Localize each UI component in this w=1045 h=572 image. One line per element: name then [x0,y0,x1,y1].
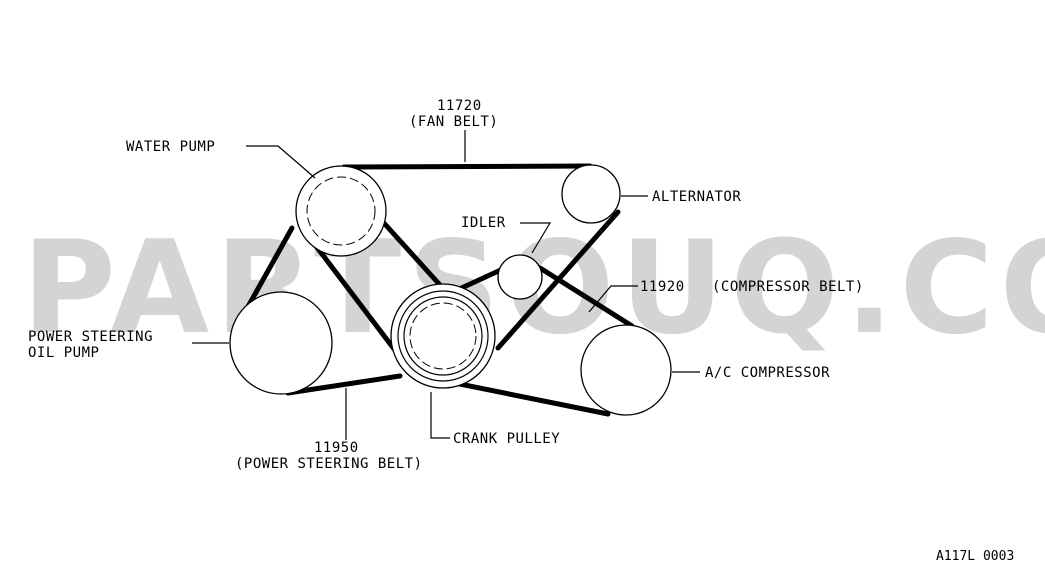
power-steering-pump-label-line2: OIL PUMP [28,345,99,361]
power-steering-belt-number: 11950 [314,440,359,456]
power-steering-belt [242,225,403,396]
alternator-label: ALTERNATOR [652,189,741,205]
compressor-belt-number: 11920 [640,279,685,295]
crank-pulley [390,283,496,389]
compressor-belt-label: (COMPRESSOR BELT) [712,279,864,295]
idler-label: IDLER [461,215,506,231]
power-steering-belt-label: (POWER STEERING BELT) [235,456,423,472]
power-steering-pump-pulley [229,291,333,395]
idler-pulley [497,254,543,300]
ac-compressor-label: A/C COMPRESSOR [705,365,830,381]
crank-pulley-label: CRANK PULLEY [453,431,560,447]
water-pump-pulley [295,165,387,257]
diagram-code: A117L 0003 [936,549,1014,564]
water-pump-label: WATER PUMP [126,139,215,155]
power-steering-pump-label-line1: POWER STEERING [28,329,153,345]
fan-belt-number: 11720 [437,98,482,114]
alternator-pulley [561,164,621,224]
leader-lines [192,130,700,440]
fan-belt-label: (FAN BELT) [409,114,498,130]
ac-compressor-pulley [580,324,672,416]
